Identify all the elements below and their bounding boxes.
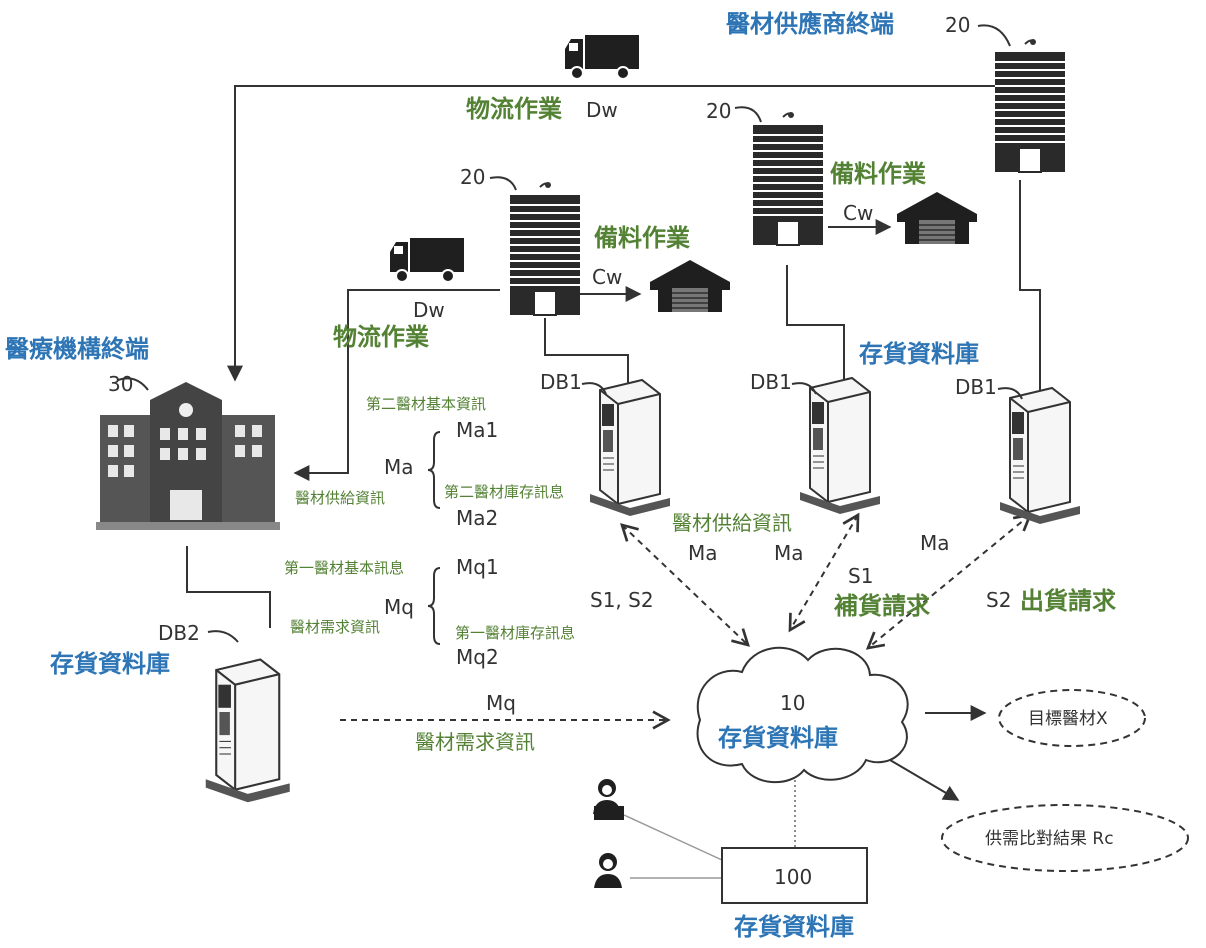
leader-20-b [734,106,762,123]
building-id-b: 20 [706,99,731,123]
s1s2-label: S1, S2 [590,588,654,612]
link-supplier-db1 [1019,180,1041,400]
dw-label-mid: Dw [413,298,445,322]
leader-20-c [977,24,1011,47]
server-icon [204,658,291,804]
result-ellipse [941,804,1189,872]
second-stock-label: 第二醫材庫存訊息 [444,483,564,501]
inventory-db-label-top: 存貨資料庫 [859,340,979,368]
ma-label-a: Ma [688,541,718,565]
user1-link [623,814,723,861]
ship-label: 出貨請求 [1020,587,1116,615]
preparation-label-a: 備料作業 [594,224,690,252]
dashed-db1-left [620,523,750,647]
supply-info-label-left: 醫材供給資訊 [295,489,385,507]
s2-label: S2 [986,588,1011,612]
truck-icon [564,34,640,80]
link-building2-db1 [786,265,845,390]
result-label: 供需比對結果 Rc [985,829,1114,849]
mq1-label: Mq1 [456,555,499,579]
medical-id: 30 [108,372,133,396]
mq-brace-label: Mq [384,595,414,619]
s1-label: S1 [848,564,873,588]
ma1-label: Ma1 [456,418,498,442]
server-icon [999,387,1081,525]
supplier-terminal-label: 醫材供應商終端 [726,10,894,38]
building-icon [752,111,824,246]
dashed-db1-mid [788,512,860,633]
building-icon [509,181,581,316]
logistics-label-top: 物流作業 [466,95,562,123]
replenish-label: 補貨請求 [833,592,930,620]
first-stock-label: 第一醫材庫存訊息 [455,624,575,642]
server-icon [799,377,881,515]
building-id-a: 20 [460,165,485,189]
demand-info-label-flow: 醫材需求資訊 [415,730,535,754]
preparation-label-b: 備料作業 [830,160,926,188]
db1-label-c: DB1 [955,375,997,399]
mq-flow-label: Mq [486,691,516,715]
user-icon [593,779,624,820]
ma-label-c: Ma [920,531,950,555]
box-id: 100 [774,865,812,889]
db1-label-a: DB1 [540,370,582,394]
db1-label-b: DB1 [750,370,792,394]
medical-terminal-label: 醫療機構終端 [5,335,149,363]
leader-30 [117,377,149,391]
db2-label: DB2 [158,621,200,645]
ma-brace [427,431,441,509]
target-label: 目標醫材X [1028,709,1108,729]
leader-20-a [489,176,517,191]
demand-info-label-left: 醫材需求資訊 [290,618,380,636]
logistics-label-mid: 物流作業 [333,323,429,351]
warehouse-icon [649,259,731,313]
platform-box [721,847,868,904]
truck-icon [389,237,465,283]
cloud-icon [696,646,909,783]
mq-brace [427,567,441,645]
leader-db1-c [997,387,1023,400]
server-icon [589,379,671,517]
target-ellipse [998,689,1146,747]
leader-db1-b [791,382,817,395]
cw-label-a: Cw [592,265,622,289]
inventory-db-label-cloud: 存貨資料庫 [718,724,838,752]
second-basic-label: 第二醫材基本資訊 [366,395,486,413]
leader-db1-a [581,382,607,395]
user-icon [594,853,622,888]
cloud-to-result-arrow [889,759,960,801]
link-building1-db1 [544,318,629,392]
cw-label-b: Cw [843,201,873,225]
dw-label-top: Dw [586,98,618,122]
mq2-label: Mq2 [456,645,499,669]
link-hospital-db2 [186,546,271,628]
dashed-db1-right [865,513,1033,650]
first-basic-label: 第一醫材基本訊息 [284,559,404,577]
inventory-db-label-left: 存貨資料庫 [50,650,170,678]
supply-info-label-mid: 醫材供給資訊 [672,511,792,535]
ma-label-b: Ma [774,541,804,565]
logistics-line-top [227,85,995,382]
leader-db2 [207,630,239,643]
ma2-label: Ma2 [456,506,498,530]
cloud-id: 10 [780,691,805,715]
logistics-line-mid [293,289,500,481]
building-icon [994,38,1066,173]
warehouse-icon [896,191,978,245]
supplier-id: 20 [945,13,970,37]
inventory-db-label-bottom: 存貨資料庫 [734,913,854,941]
hospital-icon [96,382,280,530]
ma-brace-label: Ma [384,455,414,479]
